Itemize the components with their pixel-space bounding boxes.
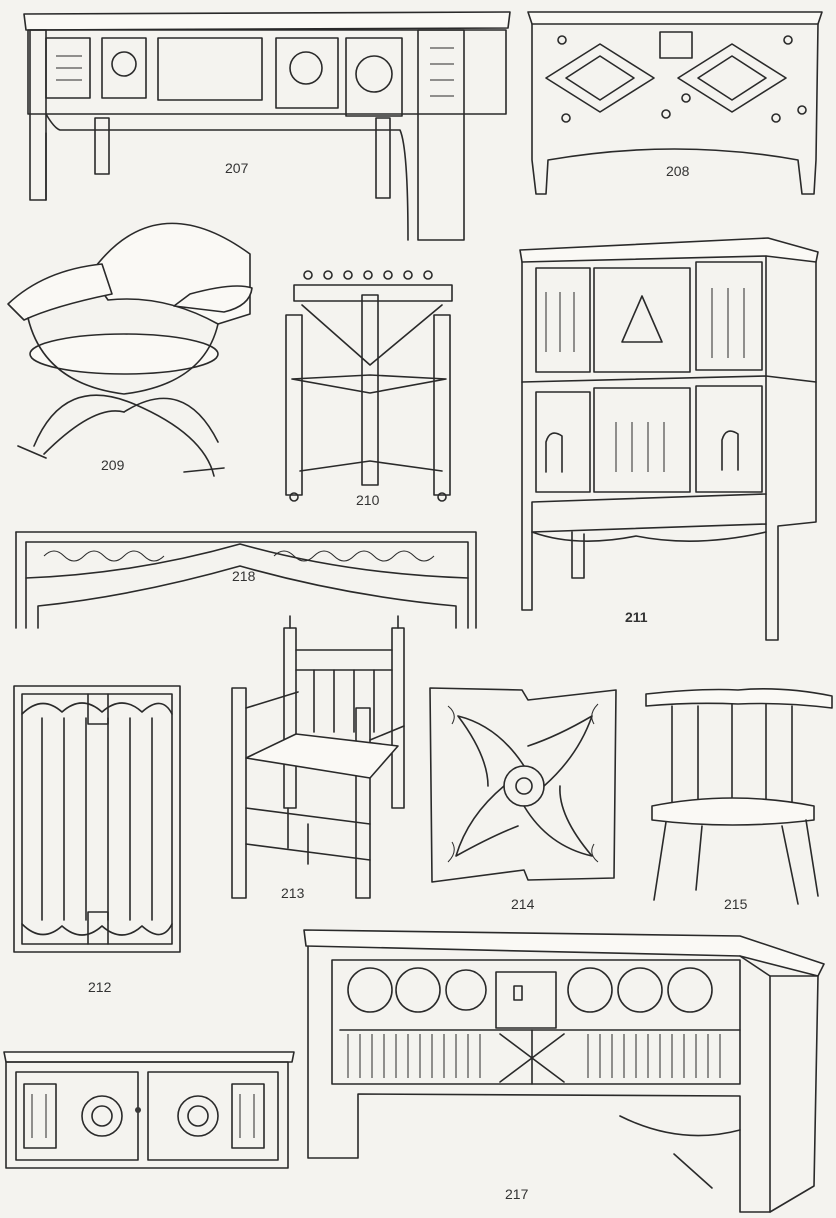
x-chair-drawing (4, 214, 260, 476)
figure-number: 211 (625, 609, 648, 625)
figure-208-chest: 208 (526, 10, 826, 200)
figure-number: 208 (666, 163, 690, 179)
chest-drawing (526, 10, 826, 200)
figure-210-turned-chair: 210 (278, 265, 464, 510)
figure-number: 207 (225, 160, 249, 176)
stick-chair-drawing (642, 686, 834, 914)
figure-number: 213 (281, 885, 305, 901)
figure-217-large-chest: 217 (300, 926, 828, 1216)
table-drawing (20, 8, 520, 243)
figure-216-low-chest (2, 1050, 296, 1170)
frieze-drawing (14, 530, 480, 630)
cupboard-drawing (516, 232, 822, 644)
large-chest-drawing (300, 926, 828, 1216)
figure-214-leaf-panel: 214 (428, 686, 620, 914)
turned-chair-drawing (278, 265, 464, 510)
figure-number: 215 (724, 896, 748, 912)
figure-number: 214 (511, 896, 535, 912)
figure-number: 212 (88, 979, 112, 995)
figure-207-table: 207 (20, 8, 520, 243)
figure-212-panel: 212 (12, 684, 184, 996)
figure-209-chair: 209 (4, 214, 260, 476)
low-chest-drawing (2, 1050, 296, 1170)
figure-number: 218 (232, 568, 256, 584)
figure-218-frieze: 218 (14, 530, 480, 630)
figure-number: 209 (101, 457, 125, 473)
figure-211-cupboard: 211 (516, 232, 822, 644)
figure-213-armchair: 213 (228, 608, 408, 902)
leaf-panel-drawing (428, 686, 620, 914)
figure-number: 217 (505, 1186, 529, 1202)
armchair-drawing (228, 608, 408, 902)
figure-215-stick-chair: 215 (642, 686, 834, 914)
panel-drawing (12, 684, 184, 996)
figure-number: 210 (356, 492, 380, 508)
